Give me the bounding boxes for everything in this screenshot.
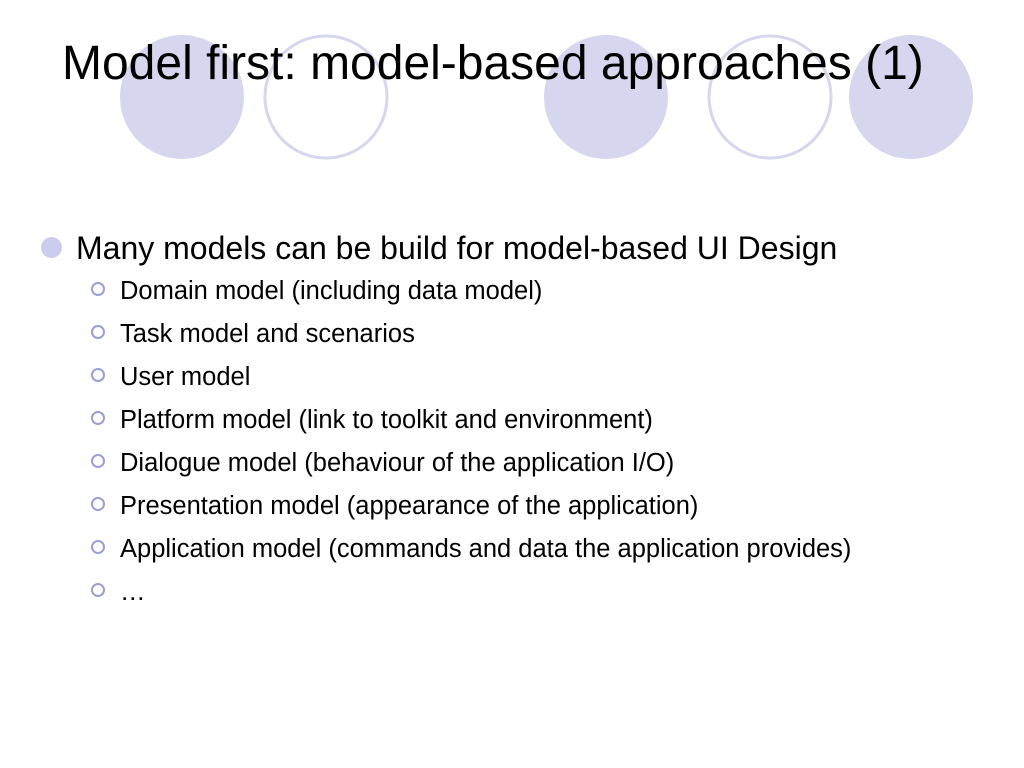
- bullet-item: Many models can be build for model-based…: [0, 226, 916, 270]
- sub-bullet-text: Task model and scenarios: [120, 320, 415, 348]
- circle-filled-3: [849, 35, 973, 159]
- ring-bullet-icon: [91, 411, 105, 425]
- ring-bullet-icon: [91, 497, 105, 511]
- ring-bullet-icon: [91, 325, 105, 339]
- sub-bullet-item: Domain model (including data model): [0, 274, 920, 309]
- ring-bullet-icon: [91, 368, 105, 382]
- slide-content: Many models can be build for model-based…: [0, 226, 1024, 618]
- sub-bullet-text: User model: [120, 363, 251, 391]
- sub-bullet-text: Domain model (including data model): [120, 277, 543, 305]
- sub-bullet-item: Platform model (link to toolkit and envi…: [0, 403, 920, 438]
- ring-bullet-icon: [91, 583, 105, 597]
- circle-outline-1: [263, 34, 389, 160]
- sub-bullet-item: Task model and scenarios: [0, 317, 920, 352]
- decorative-circles: [120, 34, 973, 160]
- sub-bullet-item: Dialogue model (behaviour of the applica…: [0, 446, 920, 481]
- sub-bullet-list: Domain model (including data model) Task…: [0, 274, 1024, 610]
- sub-bullet-text: Dialogue model (behaviour of the applica…: [120, 449, 675, 477]
- ring-bullet-icon: [91, 454, 105, 468]
- sub-bullet-text: Presentation model (appearance of the ap…: [120, 492, 699, 520]
- circle-filled-2: [544, 35, 668, 159]
- sub-bullet-item: User model: [0, 360, 920, 395]
- ring-bullet-icon: [91, 540, 105, 554]
- circle-outline-2: [707, 34, 833, 160]
- sub-bullet-item: Presentation model (appearance of the ap…: [0, 489, 920, 524]
- circle-filled-1: [120, 35, 244, 159]
- sub-bullet-text: Application model (commands and data the…: [120, 535, 852, 563]
- sub-bullet-item: Application model (commands and data the…: [0, 532, 920, 567]
- sub-bullet-item: …: [0, 575, 920, 610]
- sub-bullet-text: …: [120, 578, 146, 606]
- bullet-dot-icon: [41, 237, 62, 258]
- slide-title: Model first: model-based approaches (1): [62, 37, 924, 90]
- sub-bullet-text: Platform model (link to toolkit and envi…: [120, 406, 653, 434]
- bullet-text: Many models can be build for model-based…: [76, 230, 838, 266]
- ring-bullet-icon: [91, 282, 105, 296]
